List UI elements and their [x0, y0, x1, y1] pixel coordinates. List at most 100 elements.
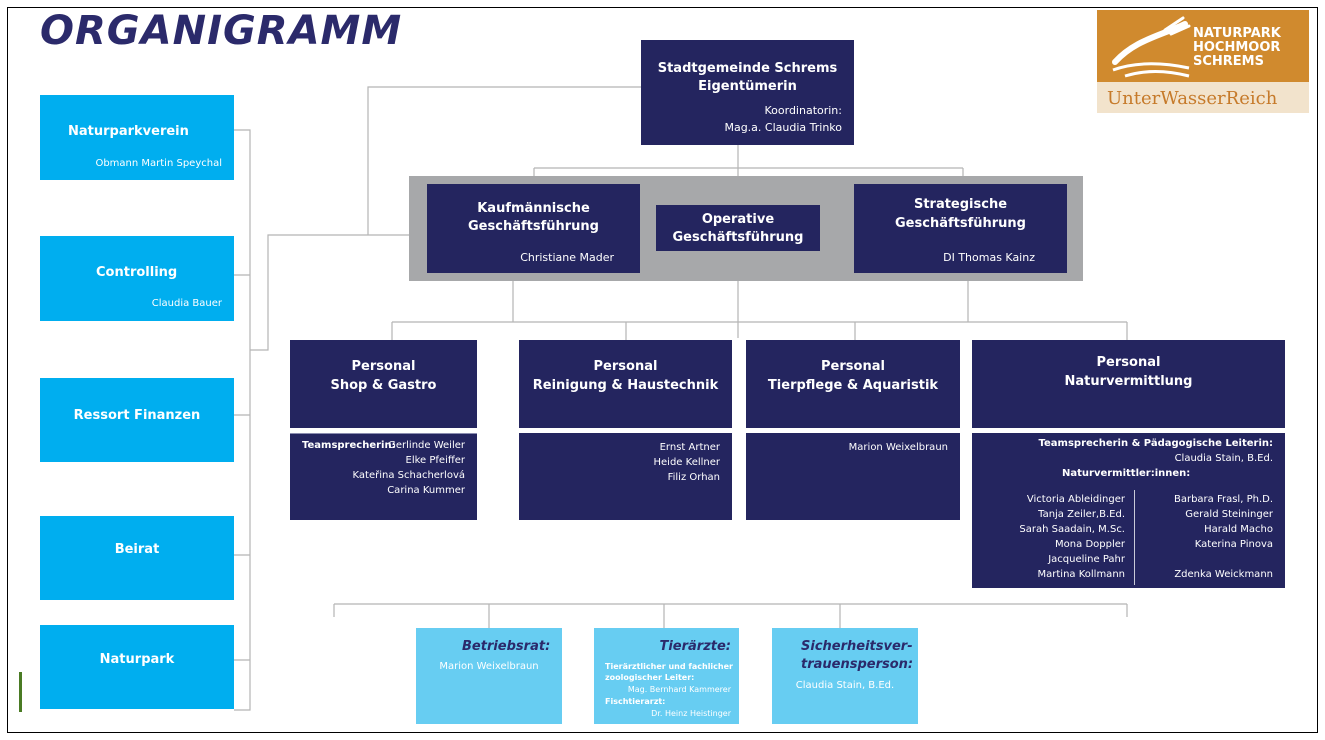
box-naturparkverein: Naturparkverein Obmann Martin Speychal [40, 95, 234, 180]
natur-title: Personal [1096, 355, 1161, 370]
kaufm-person: Christiane Mader [520, 251, 614, 264]
box-tieraerzte: Tierärzte: Tierärztlicher und fachlicher… [594, 628, 739, 724]
list-reinigung-staff: Ernst Artner Heide Kellner Filiz Orhan [519, 433, 732, 520]
natur-col2-3: Harald Macho [1204, 524, 1273, 535]
controlling-title: Controlling [96, 265, 178, 280]
reinigung-title: Personal [593, 359, 658, 374]
tieraerzte-line-2: zoologischer Leiter: [605, 673, 695, 682]
operative-title: Operative [701, 212, 775, 227]
box-personal-tierpflege: Personal Tierpflege & Aquaristik [746, 340, 960, 428]
natur-col1-2: Tanja Zeiler,B.Ed. [1038, 509, 1125, 520]
natur-col1-4: Mona Doppler [1055, 539, 1125, 550]
operative-subtitle: Geschäftsführung [672, 230, 804, 245]
connector-bottom-drops [488, 604, 841, 628]
box-sicherheitsvertrauensperson: Sicherheitsver- trauensperson: Claudia S… [772, 628, 918, 724]
connector-bottom-ends [333, 604, 1128, 617]
coordinator-label: Koordinatorin: [764, 104, 842, 117]
coordinator-name: Mag.a. Claudia Trinko [724, 121, 842, 134]
sicherheit-person: Claudia Stain, B.Ed. [795, 680, 895, 691]
natur-col1-6: Martina Kollmann [1037, 569, 1126, 580]
shop-member-3: Kateřina Schacherlová [352, 470, 465, 481]
sicherheit-title-2: trauensperson: [801, 657, 914, 672]
logo-bottom-band [1097, 82, 1309, 113]
logo-top-band: NATURPARK HOCHMOOR SCHREMS [1097, 10, 1309, 82]
natur-group-label: Naturvermittler:innen: [1062, 468, 1191, 479]
naturpark-title: Naturpark [99, 652, 175, 667]
natur-col2-2: Gerald Steininger [1185, 509, 1273, 520]
naturpark-logo: NATURPARK HOCHMOOR SCHREMS UnterWasserRe… [1097, 10, 1309, 113]
ressort-finanzen-title: Ressort Finanzen [73, 408, 201, 423]
natur-col2-4: Katerina Pinova [1194, 539, 1273, 550]
box-personal-shop: Personal Shop & Gastro [290, 340, 477, 428]
strat-person: DI Thomas Kainz [943, 251, 1035, 264]
logo-line-2: HOCHMOOR [1193, 40, 1281, 55]
natur-col1-5: Jacqueline Pahr [1048, 554, 1125, 565]
left-column-bracket [234, 129, 251, 711]
box-beirat: Beirat [40, 516, 234, 600]
natur-lead-label: Teamsprecherin & Pädagogische Leiterin: [1038, 438, 1273, 449]
tieraerzte-label-2: Fischtierarzt: [605, 697, 666, 706]
shop-lead-label: Teamsprecherin: [302, 440, 396, 451]
kaufm-subtitle: Geschäftsführung [468, 219, 599, 234]
shop-subtitle: Shop & Gastro [330, 378, 437, 393]
logo-line-1: NATURPARK [1193, 26, 1281, 41]
box-controlling: Controlling Claudia Bauer [40, 236, 234, 321]
natur-subtitle: Naturvermittlung [1064, 374, 1193, 389]
natur-lead-name: Claudia Stain, B.Ed. [1174, 453, 1273, 464]
stadtgemeinde-subtitle: Eigentümerin [698, 79, 797, 94]
connector-management-down [512, 273, 969, 322]
controlling-person: Claudia Bauer [151, 298, 222, 309]
logo-line-3: SCHREMS [1193, 54, 1264, 69]
shop-member-2: Elke Pfeiffer [405, 455, 466, 466]
page-title: ORGANIGRAMM [40, 8, 403, 54]
logo-subtitle: UnterWasserReich [1107, 88, 1278, 109]
tieraerzte-line-1: Tierärztlicher und fachlicher [605, 662, 733, 671]
box-personal-reinigung: Personal Reinigung & Haustechnik [519, 340, 732, 428]
naturparkverein-person: Obmann Martin Speychal [95, 158, 222, 169]
natur-col2-1: Barbara Frasl, Ph.D. [1173, 494, 1273, 505]
betriebsrat-person: Marion Weixelbraun [439, 661, 539, 672]
reinigung-member-2: Heide Kellner [653, 457, 721, 468]
page-frame [7, 7, 1318, 733]
reinigung-member-3: Filiz Orhan [667, 472, 720, 483]
betriebsrat-title: Betriebsrat: [462, 639, 551, 654]
strat-subtitle: Geschäftsführung [895, 216, 1026, 231]
beirat-title: Beirat [114, 542, 160, 557]
tierpflege-title: Personal [821, 359, 885, 374]
shop-member-1: Gerlinde Weiler [388, 440, 465, 451]
box-strategische-gf: Strategische Geschäftsführung DI Thomas … [854, 184, 1067, 273]
box-betriebsrat: Betriebsrat: Marion Weixelbraun [416, 628, 562, 724]
strat-title: Strategische [913, 197, 1008, 212]
shop-divider [290, 433, 477, 434]
box-naturpark: Naturpark [40, 625, 234, 709]
tieraerzte-person-2: Dr. Heinz Heistinger [651, 709, 731, 718]
reinigung-member-1: Ernst Artner [659, 442, 720, 453]
connector-top-left [367, 86, 641, 235]
list-tierpflege-staff: Marion Weixelbraun [746, 433, 960, 520]
tierpflege-member-1: Marion Weixelbraun [848, 442, 948, 453]
tieraerzte-person-1: Mag. Bernhard Kammerer [627, 685, 731, 694]
sicherheit-title: Sicherheitsver- [801, 639, 913, 654]
box-operative-gf: Operative Geschäftsführung [656, 205, 820, 251]
shop-member-4: Carina Kummer [387, 485, 465, 496]
natur-col1-1: Victoria Ableidinger [1026, 494, 1125, 505]
tierpflege-subtitle: Tierpflege & Aquaristik [767, 378, 939, 393]
box-ressort-finanzen: Ressort Finanzen [40, 378, 234, 462]
connector-grey-left [250, 234, 409, 351]
newt-icon [1112, 16, 1191, 78]
naturparkverein-title: Naturparkverein [68, 124, 189, 139]
shop-title: Personal [351, 359, 416, 374]
natur-column-divider [1134, 490, 1135, 585]
box-personal-naturvermittlung: Personal Naturvermittlung [972, 340, 1285, 428]
tieraerzte-title: Tierärzte: [659, 639, 731, 654]
list-shop-staff: Teamsprecherin: Gerlinde Weiler Elke Pfe… [290, 433, 477, 520]
connector-personal-drops [391, 322, 1128, 340]
list-naturvermittlung-staff: Teamsprecherin & Pädagogische Leiterin: … [972, 433, 1285, 588]
kaufm-title: Kaufmännische [477, 201, 590, 216]
left-column-ticks [234, 274, 250, 661]
reinigung-subtitle: Reinigung & Haustechnik [532, 378, 719, 393]
box-stadtgemeinde: Stadtgemeinde Schrems Eigentümerin Koord… [641, 40, 854, 145]
natur-col1-3: Sarah Saadain, M.Sc. [1019, 524, 1125, 535]
box-kaufmaennische-gf: Kaufmännische Geschäftsführung Christian… [427, 184, 640, 273]
natur-col2-6: Zdenka Weickmann [1174, 569, 1273, 580]
